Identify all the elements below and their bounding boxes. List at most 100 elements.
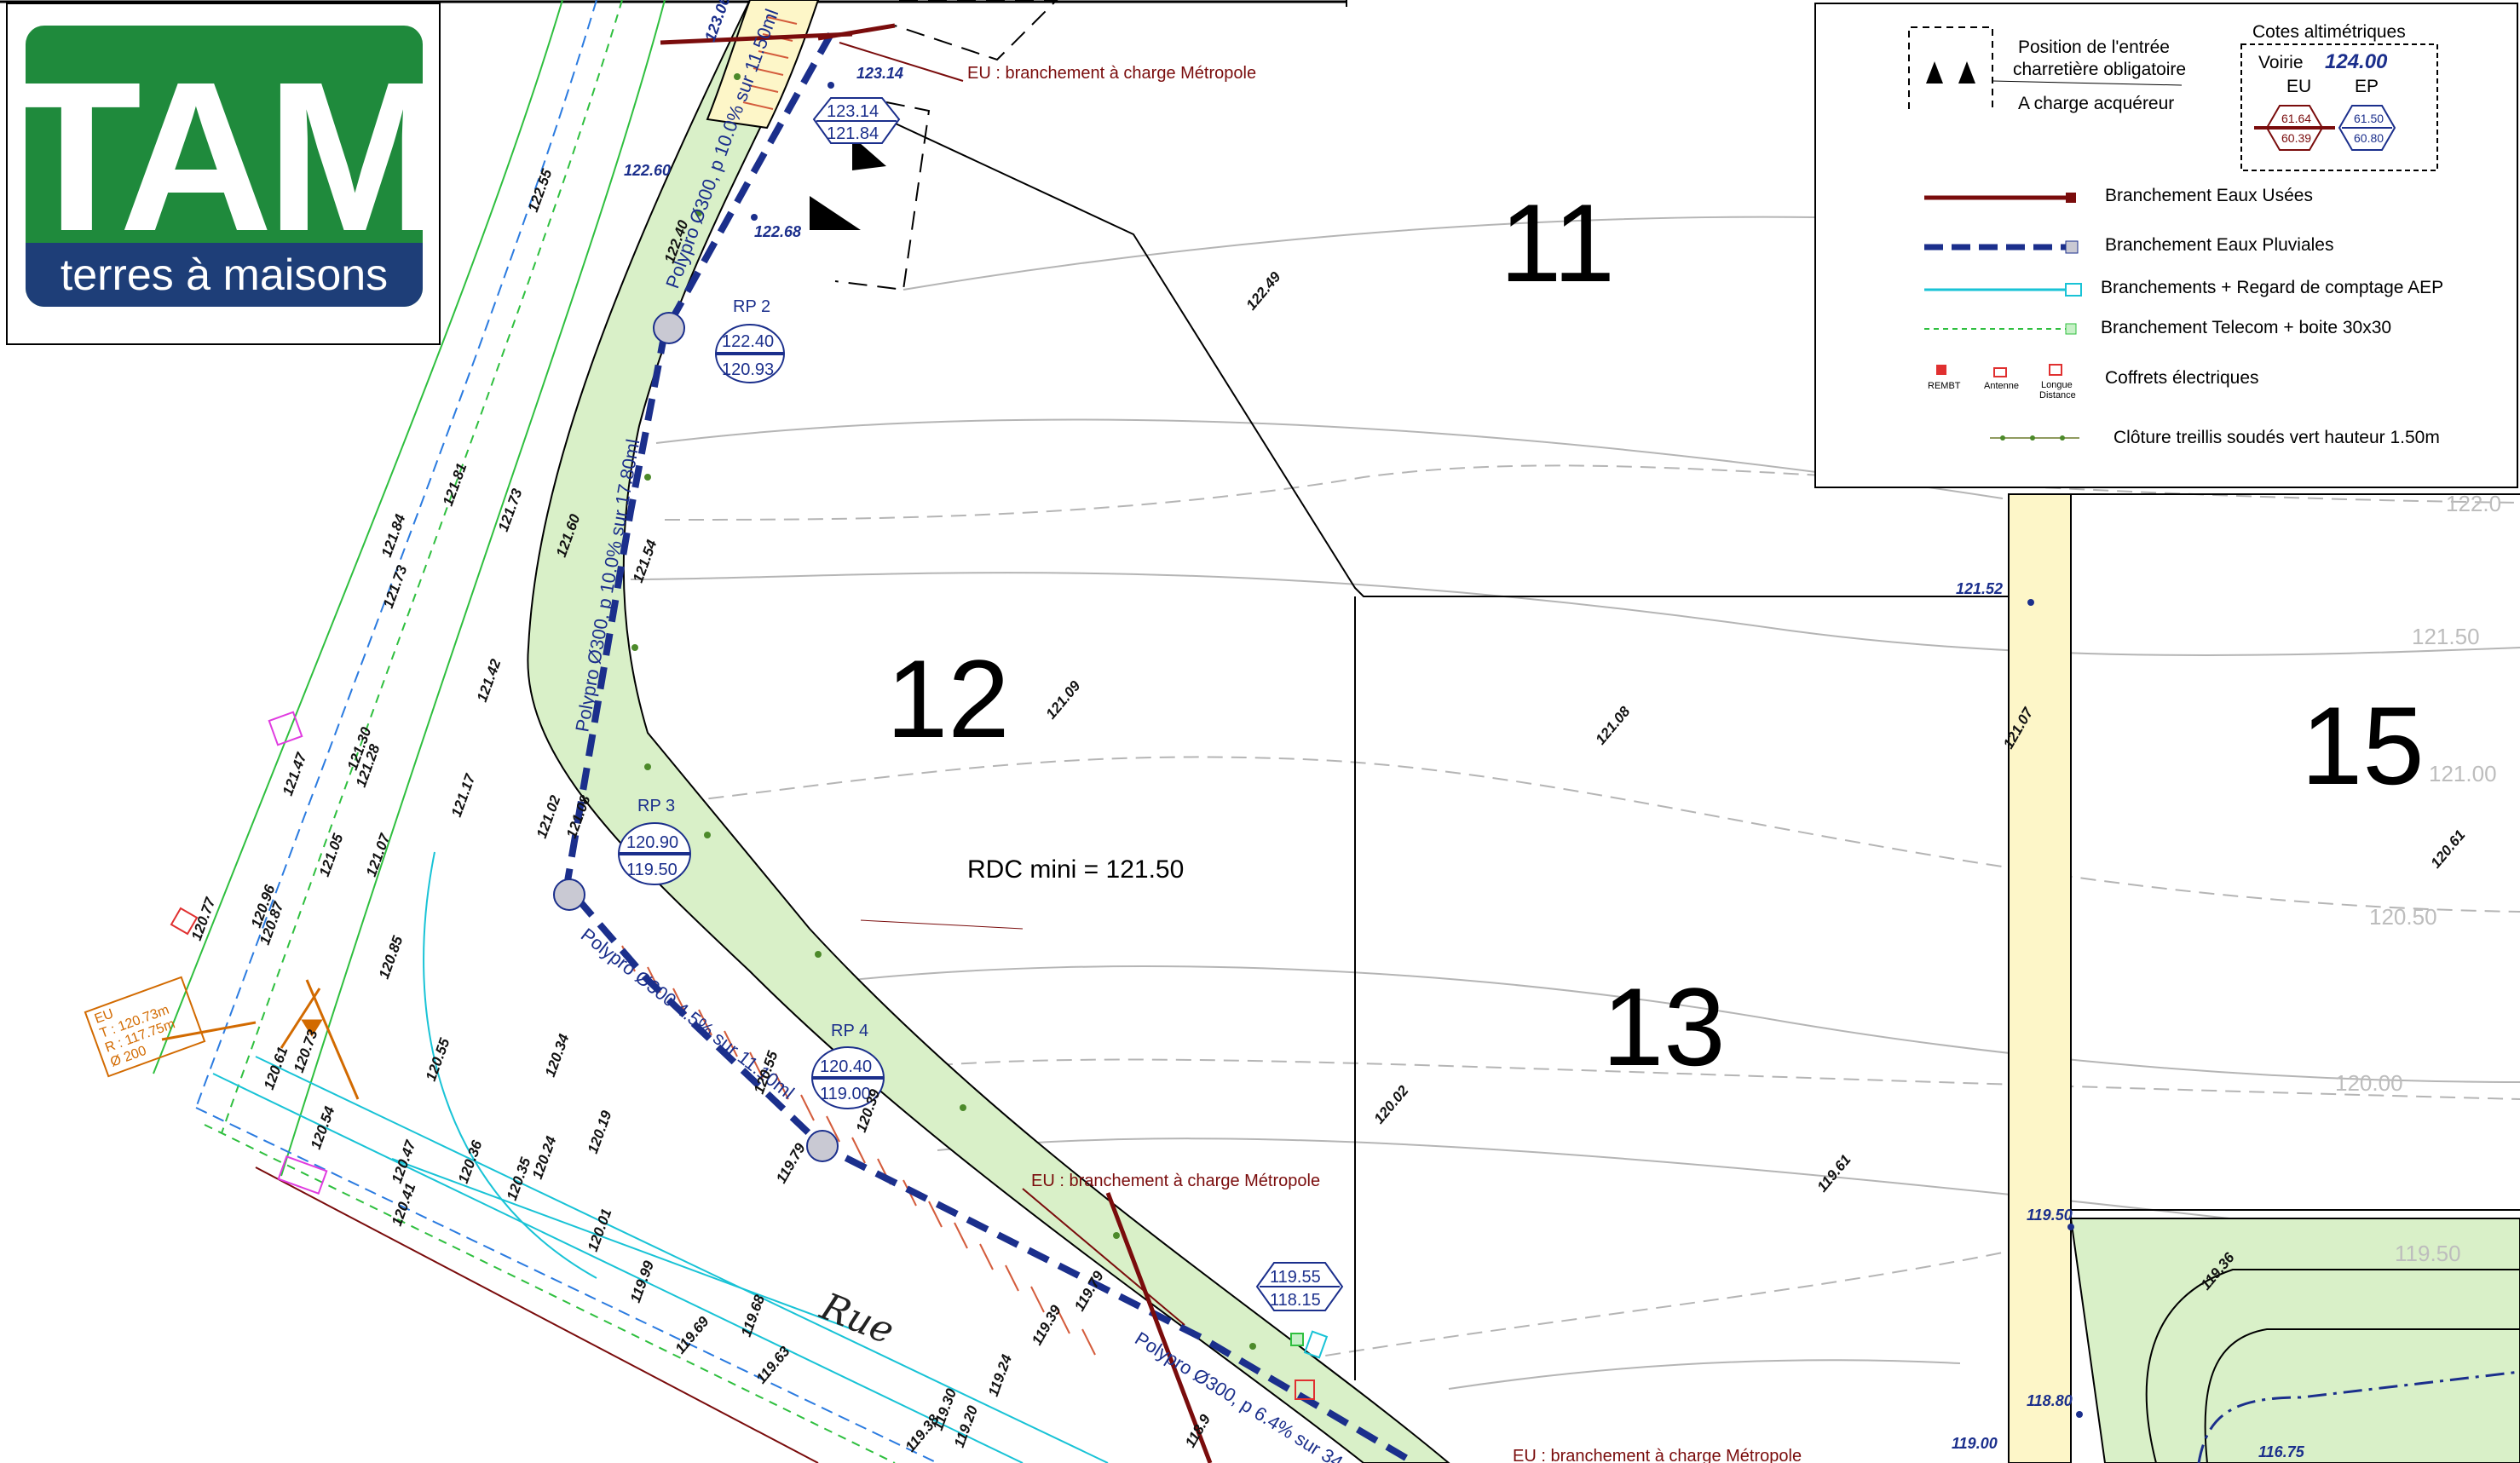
contour-label-122: 122.0 [2446,491,2501,516]
elev-b31: 120.35 [504,1155,534,1202]
rp4-bottom: 119.00 [820,1085,871,1103]
rp4-group: RP 4 120.40 119.00 [811,1022,885,1109]
blue-points [751,82,2083,1418]
legend-cotes-box [2240,43,2438,171]
elev-b32: 120.24 [529,1133,560,1181]
rp2-top: 122.40 [722,332,774,351]
elev-b23: 120.85 [376,933,407,981]
plot-12: 12 [886,636,1010,761]
hex-bottom-top: 119.55 [1270,1268,1321,1287]
rp3-top: 120.90 [626,833,678,852]
legend-item-eu: Branchement Eaux Usées [2105,186,2313,205]
legend-coffret-rembt: REMBT [1928,381,1961,391]
legend-cotes-title: Cotes altimétriques [2252,22,2406,42]
regard-rp2 [653,312,685,344]
elev-b1: 122.49 [1243,268,1284,313]
orange-branch [161,979,360,1100]
aep-regards [1290,1330,1329,1359]
elev-b2: 121.09 [1043,677,1084,722]
regard-rp4 [806,1130,839,1162]
tam-logo: TAM terres à maisons [6,3,443,345]
elev-b29: 120.61 [261,1045,291,1091]
elev-b51: 121.08 [563,792,594,840]
elev-blue-4: 121.52 [1956,580,2003,597]
elev-b17: 121.17 [448,771,479,820]
plot-13: 13 [1602,965,1726,1089]
elev-b10: 121.84 [378,511,409,559]
legend-item-ep: Branchement Eaux Pluviales [2105,235,2333,255]
elev-b38: 119.68 [738,1293,768,1339]
elev-b46: 120.41 [389,1181,419,1228]
logo-tagline: terres à maisons [61,251,388,300]
eu-note-middle: EU : branchement à charge Métropole [1031,1172,1320,1190]
elev-blue-8: 116.75 [2258,1443,2305,1460]
orange-box-l1: EU [93,1006,116,1027]
eu-leader-top [839,42,964,82]
rp4-label: RP 4 [831,1022,868,1040]
eu-leader [1022,1188,1185,1326]
pipe-right [2197,1370,2520,1463]
contour-label-1215: 121.50 [2412,624,2480,649]
hex-top-top: 123.14 [827,102,879,121]
elev-b15: 121.54 [630,537,660,585]
elev-b7: 119.61 [1814,1151,1854,1195]
elev-b30: 120.36 [455,1138,486,1185]
legend-coffrets-symbols: REMBT Antenne Longue Distance [1928,364,2076,400]
rp3-label: RP 3 [637,797,675,815]
legend: Position de l'entrée charretière obligat… [1814,3,2518,488]
eu-note-bottom: EU : branchement à charge Métropole [1513,1447,1802,1463]
elev-blue-5: 119.50 [2027,1207,2073,1224]
elev-b40: 119.63 [753,1343,794,1386]
elev-b22: 121.07 [363,831,394,879]
elev-b53: 119.79 [773,1140,809,1186]
regard-rp3 [553,878,585,911]
legend-ep-label: EP [2355,77,2379,96]
elev-b6: 120.02 [1371,1082,1412,1126]
elev-blue-6: 118.80 [2027,1392,2073,1409]
legend-item-cloture: Clôture treillis soudés vert hauteur 1.5… [2113,428,2440,447]
elev-b39: 119.69 [672,1313,713,1356]
rp3-group: RP 3 120.90 119.50 [618,797,691,885]
elev-b50: 121.02 [533,792,564,840]
elev-blue-9: 123.06 [701,0,734,43]
rp2-group: RP 2 122.40 120.93 [715,297,785,383]
rp2-label: RP 2 [733,297,770,316]
elev-b9: 122.55 [525,166,556,214]
hex-bottom-bottom: 118.15 [1270,1291,1321,1310]
legend-entree-sub: A charge acquéreur [2018,94,2174,113]
curb-right [2145,1269,2520,1463]
elev-b34: 120.34 [542,1031,573,1079]
entree-arrow-2 [852,136,886,170]
legend-eu-bottom: 60.39 [2281,131,2311,145]
green-area-right [2069,1218,2520,1463]
elev-b33: 120.19 [585,1108,615,1155]
elev-blue-7: 119.00 [1952,1435,1998,1452]
contour-label-1195: 119.50 [2395,1241,2461,1266]
green-corridor [527,0,1450,1463]
entree-box-top [894,0,1058,61]
elev-blue-2: 122.60 [624,162,671,179]
legend-item-telecom: Branchement Telecom + boite 30x30 [2101,318,2391,337]
legend-voirie-value: 124.00 [2325,50,2388,73]
elev-b3: 121.08 [1593,703,1634,747]
rp2-bottom: 120.93 [722,360,774,379]
legend-coffret-longue-2: Distance [2039,390,2076,400]
elev-b27: 120.55 [423,1035,453,1083]
legend-voirie-label: Voirie [2258,53,2304,72]
coffrets [268,711,328,1195]
legend-entree-symbol [1908,26,1993,109]
rp3-bottom: 119.50 [626,861,678,879]
entree-box [834,101,931,291]
legend-eu-top: 61.64 [2281,112,2311,125]
contour-label-121: 121.00 [2429,761,2497,786]
hex-regard-bottom: 119.55 118.15 [1255,1262,1344,1311]
logo-green-panel [26,26,423,307]
eu-note-top: EU : branchement à charge Métropole [967,64,1256,83]
elev-b43: 119.20 [951,1403,981,1450]
elev-b47: 120.47 [389,1138,419,1186]
elev-b37: 119.99 [627,1259,657,1305]
eu-leader-mid [860,919,1024,930]
legend-entree-title-2: charretière obligatoire [2013,60,2186,79]
access-strip [2008,493,2072,1463]
elev-b44: 119.38 [902,1411,943,1454]
